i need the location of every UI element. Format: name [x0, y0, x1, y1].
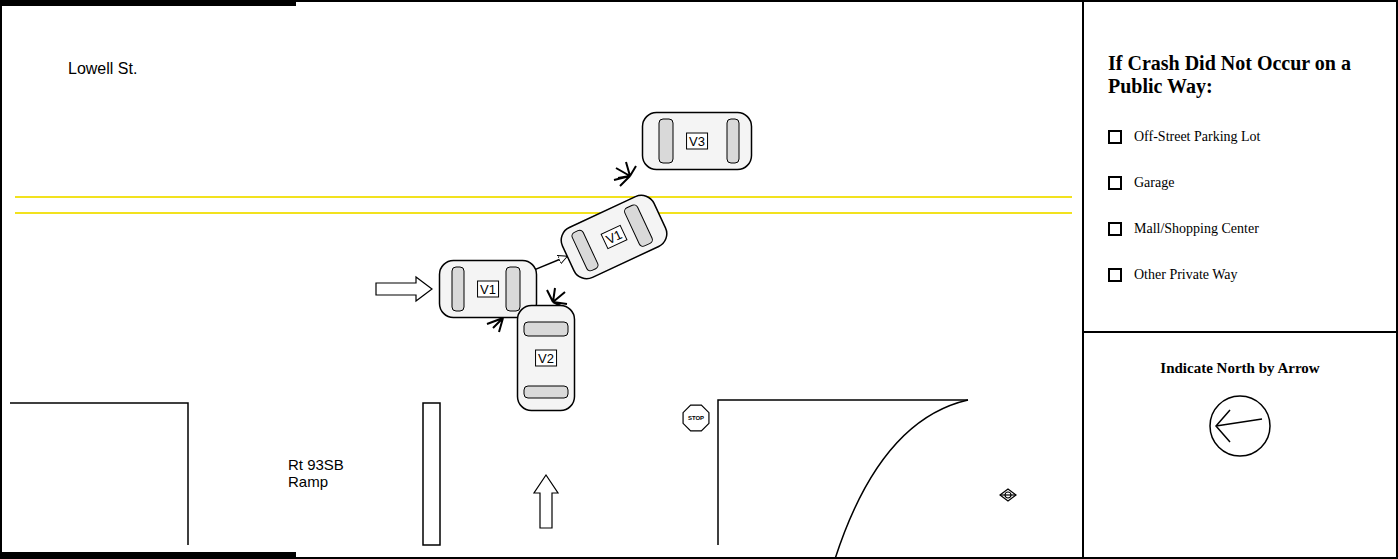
- checkbox-label: Off-Street Parking Lot: [1134, 128, 1261, 146]
- vehicle: V1: [555, 189, 674, 286]
- footer-bar: [0, 552, 296, 559]
- checkbox-label: Garage: [1134, 174, 1174, 192]
- curb: [10, 403, 188, 545]
- curb: [718, 400, 968, 545]
- checkbox-label: Other Private Way: [1134, 266, 1238, 284]
- travel-arrow: [376, 277, 432, 301]
- checkbox: [1108, 268, 1122, 282]
- travel-arrow: [534, 475, 558, 528]
- panel-divider: [1082, 0, 1084, 559]
- ramp-curve: [835, 400, 968, 559]
- street-name: Lowell St.: [68, 60, 137, 78]
- center-line: [15, 196, 1072, 198]
- header-bar: [0, 0, 296, 6]
- north-arrow: [1200, 386, 1280, 466]
- vehicle: V3: [641, 111, 753, 171]
- sign-text: STOP: [688, 415, 704, 421]
- vehicle-number: V3: [686, 133, 708, 150]
- vehicle-number: V1: [477, 281, 499, 298]
- median: [423, 403, 440, 545]
- panel-heading: If Crash Did Not Occur on a Public Way:: [1108, 52, 1388, 98]
- checklist-panel: If Crash Did Not Occur on a Public Way: O…: [1084, 52, 1396, 312]
- checkbox-label: Mall/Shopping Center: [1134, 220, 1259, 238]
- checkbox: [1108, 130, 1122, 144]
- panel-divider: [1083, 331, 1398, 333]
- checkbox: [1108, 222, 1122, 236]
- panel-heading: Indicate North by Arrow: [1084, 360, 1396, 377]
- center-line: [15, 212, 1072, 214]
- street-name: Rt 93SB Ramp: [288, 456, 352, 490]
- vehicle-number: V2: [535, 350, 557, 367]
- camera-icon: [1000, 489, 1016, 501]
- checkbox: [1108, 176, 1122, 190]
- vehicle: V2: [516, 304, 576, 412]
- north-panel: Indicate North by Arrow: [1084, 334, 1396, 556]
- stop-sign: STOP: [681, 403, 711, 433]
